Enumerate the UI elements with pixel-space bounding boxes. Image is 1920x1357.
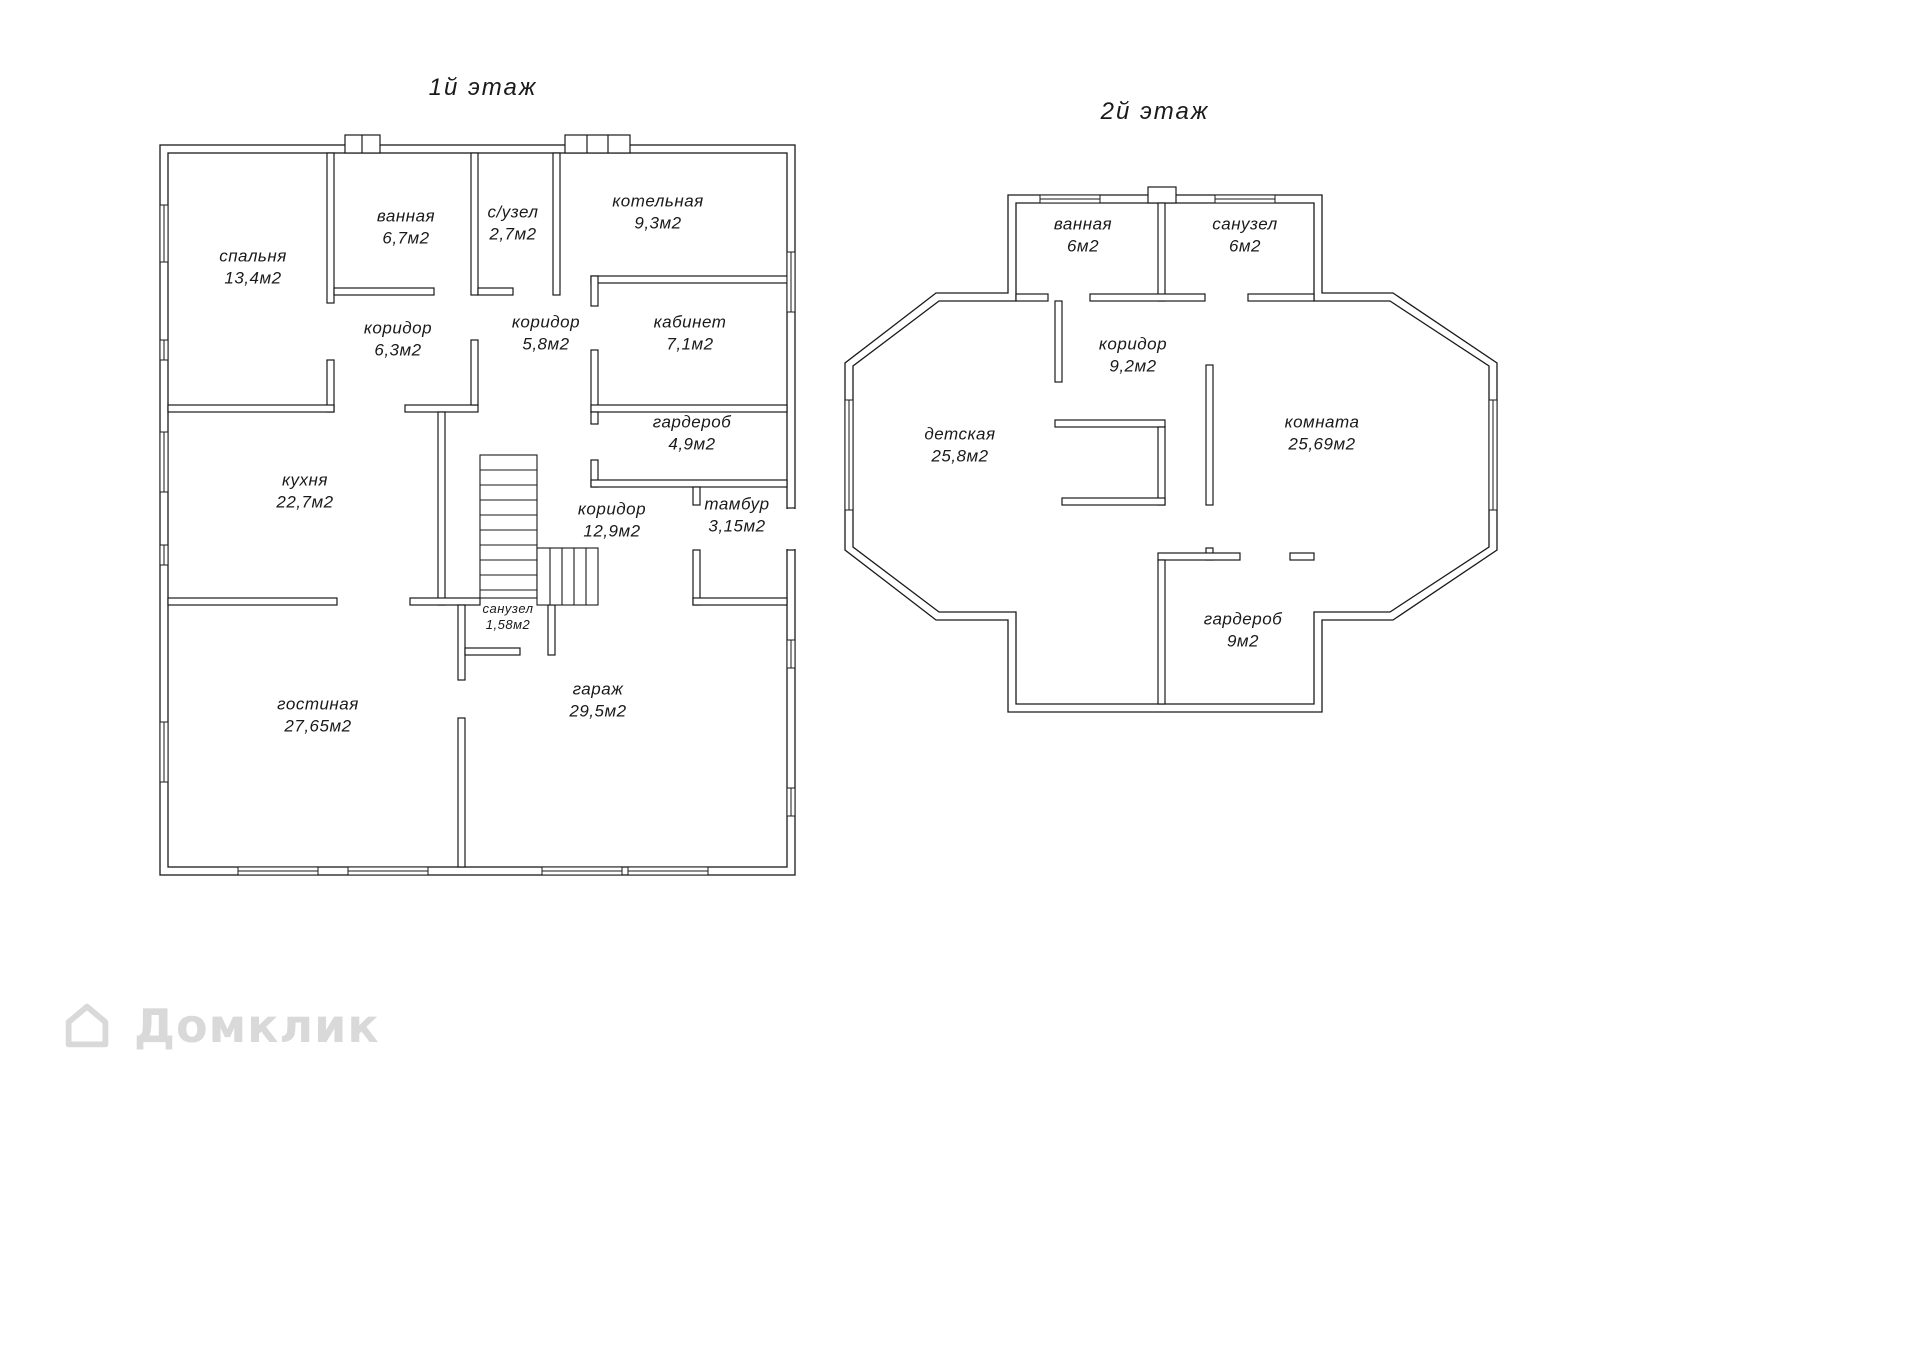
- room-label-bathroom-2: ванная 6м2: [1054, 214, 1112, 259]
- floor2-interior-walls: [1015, 202, 1315, 705]
- floor1-windows: [159, 204, 796, 876]
- room-area: 6,3м2: [374, 341, 422, 360]
- floor1-title: 1й этаж: [428, 74, 538, 101]
- room-label-wardrobe-1: гардероб 4,9м2: [653, 412, 731, 457]
- floor1-entrance-opening: [786, 507, 796, 551]
- room-name: санузел: [1212, 214, 1278, 234]
- room-label-living: гостиная 27,65м2: [277, 694, 359, 739]
- floor2-windows: [844, 194, 1498, 511]
- room-label-corridor-3: коридор 12,9м2: [578, 499, 646, 544]
- room-name: коридор: [511, 312, 581, 332]
- room-label-tambour: тамбур 3,15м2: [704, 494, 769, 539]
- room-area: 12,9м2: [583, 522, 641, 541]
- room-name: гараж: [572, 679, 624, 699]
- room-area: 6м2: [1228, 237, 1262, 256]
- room-area: 25,69м2: [1288, 435, 1356, 454]
- house-icon: [65, 1003, 109, 1048]
- room-label-garage: гараж 29,5м2: [569, 679, 626, 724]
- room-name: ванная: [1053, 214, 1113, 234]
- room-label-wc: с/узел 2,7м2: [488, 202, 539, 247]
- room-name: гардероб: [1203, 609, 1283, 629]
- room-label-wardrobe-2: гардероб 9м2: [1204, 609, 1282, 654]
- room-label-small-wc: санузел 1,58м2: [483, 601, 534, 634]
- room-name: кухня: [282, 470, 328, 490]
- floor2-roof-shaft: [1147, 186, 1177, 204]
- room-name: гардероб: [652, 412, 732, 432]
- room-area: 9м2: [1226, 632, 1260, 651]
- room-label-bathroom: ванная 6,7м2: [377, 206, 435, 251]
- watermark-text: Домклик: [134, 999, 380, 1053]
- floor1-shaft-dividers: [361, 135, 609, 153]
- room-area: 25,8м2: [931, 447, 989, 466]
- floor1-stairs: [479, 454, 599, 606]
- room-label-wc-2: санузел 6м2: [1212, 214, 1278, 259]
- room-label-boiler: котельная 9,3м2: [612, 191, 703, 236]
- room-name: коридор: [577, 499, 647, 519]
- room-name: спальня: [219, 246, 287, 266]
- room-area: 2,7м2: [489, 225, 537, 244]
- room-name: комната: [1284, 412, 1360, 432]
- room-area: 27,65м2: [284, 717, 352, 736]
- room-label-bedroom: спальня 13,4м2: [219, 246, 287, 291]
- room-name: кабинет: [653, 312, 727, 332]
- room-name: гостиная: [277, 694, 359, 714]
- room-area: 5,8м2: [522, 335, 570, 354]
- room-label-kitchen: кухня 22,7м2: [276, 470, 333, 515]
- room-name: котельная: [612, 191, 704, 211]
- room-area: 13,4м2: [224, 269, 282, 288]
- room-area: 4,9м2: [668, 435, 716, 454]
- room-area: 6м2: [1066, 237, 1100, 256]
- room-label-kids-room: детская 25,8м2: [924, 424, 995, 469]
- floor2-outer-walls: [844, 194, 1498, 713]
- room-name: коридор: [1098, 334, 1168, 354]
- room-name: тамбур: [704, 494, 770, 514]
- room-label-corridor-4: коридор 9,2м2: [1099, 334, 1167, 379]
- floor2-title: 2й этаж: [1100, 98, 1210, 125]
- room-label-office: кабинет 7,1м2: [654, 312, 727, 357]
- room-label-corridor-1: коридор 6,3м2: [364, 318, 432, 363]
- room-label-room: комната 25,69м2: [1285, 412, 1360, 457]
- room-area: 3,15м2: [708, 517, 766, 536]
- room-area: 9,2м2: [1109, 357, 1157, 376]
- room-label-corridor-2: коридор 5,8м2: [512, 312, 580, 357]
- room-area: 29,5м2: [569, 702, 627, 721]
- room-name: с/узел: [487, 202, 539, 222]
- room-area: 7,1м2: [666, 335, 714, 354]
- room-area: 9,3м2: [634, 214, 682, 233]
- room-area: 1,58м2: [485, 617, 531, 632]
- floor1-interior-walls: [167, 152, 788, 868]
- room-area: 22,7м2: [276, 493, 334, 512]
- room-name: санузел: [482, 600, 534, 616]
- watermark: Домклик: [56, 996, 380, 1056]
- room-name: коридор: [363, 318, 433, 338]
- room-area: 6,7м2: [382, 229, 430, 248]
- room-name: ванная: [376, 206, 436, 226]
- room-name: детская: [924, 424, 996, 444]
